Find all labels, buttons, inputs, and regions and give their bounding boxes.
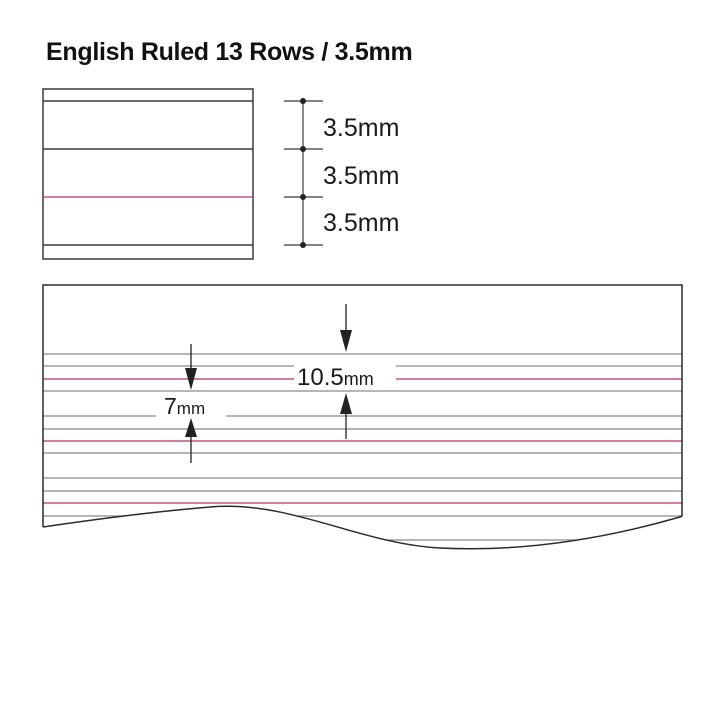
tick-dot-icon — [300, 146, 306, 152]
page-title: English Ruled 13 Rows / 3.5mm — [46, 38, 413, 66]
arrow-down-icon — [340, 330, 352, 352]
svg-text:7mm: 7mm — [164, 393, 205, 419]
page-outline — [42, 284, 683, 550]
svg-text:10.5mm: 10.5mm — [297, 364, 374, 391]
tick-dot-icon — [300, 194, 306, 200]
arrow-up-icon — [340, 393, 352, 414]
spacing-dimension: 3.5mm 3.5mm 3.5mm — [284, 98, 399, 248]
line-height-unit: mm — [177, 399, 205, 418]
row-height-number: 10.5 — [297, 364, 344, 391]
spacing-label-2: 3.5mm — [323, 162, 399, 190]
spacing-label-1: 3.5mm — [323, 114, 399, 142]
arrow-up-icon — [185, 418, 197, 437]
line-height-number: 7 — [164, 393, 177, 419]
spacing-label-3: 3.5mm — [323, 209, 399, 237]
row-height-annotation: 10.5mm — [294, 304, 396, 439]
tick-dot-icon — [300, 242, 306, 248]
tick-dot-icon — [300, 98, 306, 104]
row-height-unit: mm — [344, 369, 374, 389]
arrow-down-icon — [185, 368, 197, 390]
detail-box — [42, 88, 254, 260]
line-height-annotation: 7mm — [156, 344, 226, 463]
